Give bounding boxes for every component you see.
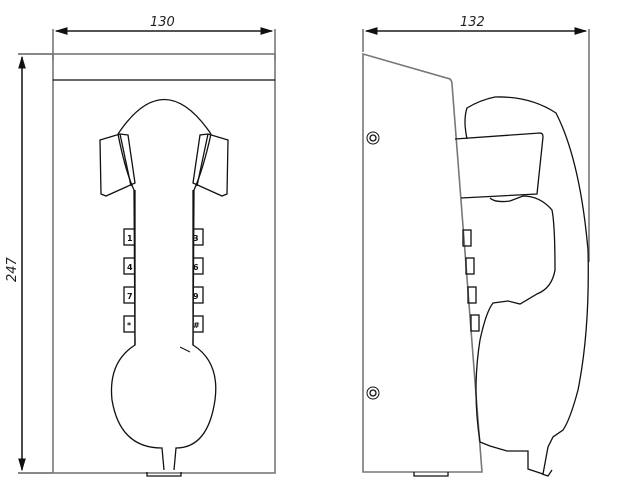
svg-text:3: 3 — [193, 234, 199, 243]
handset — [110, 98, 217, 477]
height-dimension — [18, 53, 55, 474]
svg-text:6: 6 — [193, 263, 199, 272]
front-housing — [52, 53, 276, 474]
side-cradle — [454, 132, 544, 199]
depth-label: 132 — [460, 15, 485, 30]
screw-bottom — [366, 386, 380, 400]
front-view: 1 4 7 * 3 6 9 — [18, 27, 276, 477]
keypad: 1 4 7 * 3 6 9 — [123, 190, 204, 345]
svg-text:9: 9 — [193, 292, 199, 301]
width-dimension — [52, 27, 276, 60]
svg-text:4: 4 — [127, 263, 133, 272]
svg-text:7: 7 — [127, 292, 133, 301]
depth-dimension — [362, 27, 590, 262]
svg-text:*: * — [127, 321, 132, 330]
screw-top — [366, 131, 380, 145]
side-view — [362, 27, 590, 477]
svg-text:#: # — [193, 321, 200, 330]
side-handset — [413, 96, 589, 477]
height-label: 247 — [5, 256, 20, 282]
width-label: 130 — [150, 15, 175, 30]
side-housing — [362, 52, 483, 473]
side-keys — [462, 229, 480, 332]
svg-text:1: 1 — [127, 234, 133, 243]
